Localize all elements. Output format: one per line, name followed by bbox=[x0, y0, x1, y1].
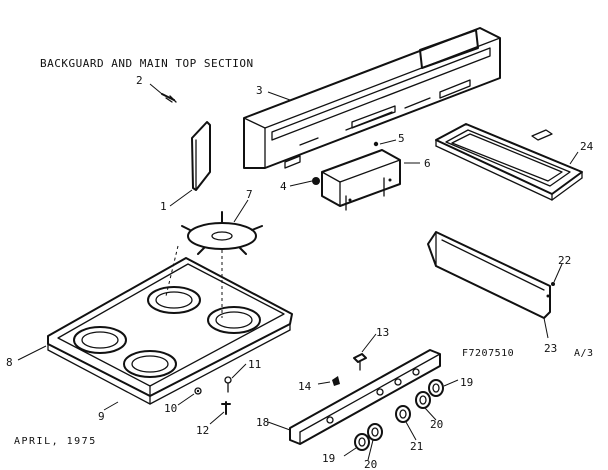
callout-12: 12 bbox=[196, 424, 209, 437]
callout-18: 18 bbox=[256, 416, 269, 429]
drawing-date: APRIL, 1975 bbox=[14, 436, 97, 447]
knob-19b bbox=[428, 379, 444, 397]
fastener-10 bbox=[194, 387, 202, 395]
callout-22: 22 bbox=[558, 254, 571, 267]
callout-7: 7 bbox=[246, 188, 253, 201]
side-bracket bbox=[191, 121, 211, 191]
callout-20-left: 20 bbox=[364, 458, 377, 470]
knob-14 bbox=[332, 376, 340, 386]
callout-14: 14 bbox=[298, 380, 312, 393]
control-panel bbox=[289, 349, 441, 445]
clip-5 bbox=[373, 141, 379, 147]
fastener-11 bbox=[224, 376, 232, 393]
callout-23: 23 bbox=[544, 342, 557, 355]
callout-11: 11 bbox=[248, 358, 261, 371]
callout-10: 10 bbox=[164, 402, 177, 415]
callout-19-left: 19 bbox=[322, 452, 335, 465]
burner-grate bbox=[181, 211, 263, 255]
callout-5: 5 bbox=[398, 132, 405, 145]
callout-9: 9 bbox=[98, 410, 105, 423]
knob-4 bbox=[312, 177, 320, 185]
knob-20a bbox=[367, 423, 383, 441]
cooktop bbox=[47, 257, 293, 405]
callout-20-right: 20 bbox=[430, 418, 443, 431]
callout-21: 21 bbox=[410, 440, 423, 453]
sheet-number: A/3 bbox=[574, 348, 594, 359]
callout-8: 8 bbox=[6, 356, 13, 369]
callout-4: 4 bbox=[280, 180, 287, 193]
knob-21 bbox=[395, 405, 411, 423]
diagram-title: BACKGUARD AND MAIN TOP SECTION bbox=[40, 57, 254, 70]
control-box bbox=[321, 149, 401, 211]
callout-1: 1 bbox=[160, 200, 167, 213]
leader-lines bbox=[17, 83, 579, 461]
knob-20b bbox=[415, 391, 431, 409]
callout-numbers: 2 3 1 4 5 6 7 24 22 23 8 9 10 11 12 13 1… bbox=[6, 74, 594, 470]
callout-6: 6 bbox=[424, 157, 431, 170]
screw-2 bbox=[161, 93, 177, 103]
cover-frame bbox=[435, 123, 583, 201]
callout-19-right: 19 bbox=[460, 376, 473, 389]
fastener-12 bbox=[221, 401, 231, 415]
callout-13: 13 bbox=[376, 326, 389, 339]
rear-bracket bbox=[427, 231, 555, 319]
callout-24: 24 bbox=[580, 140, 594, 153]
callout-2: 2 bbox=[136, 74, 143, 87]
backguard-panel bbox=[243, 27, 501, 169]
knob-19a bbox=[354, 433, 370, 451]
valve-13 bbox=[353, 353, 367, 371]
drawing-code: F7207510 bbox=[462, 348, 514, 359]
callout-3: 3 bbox=[256, 84, 263, 97]
